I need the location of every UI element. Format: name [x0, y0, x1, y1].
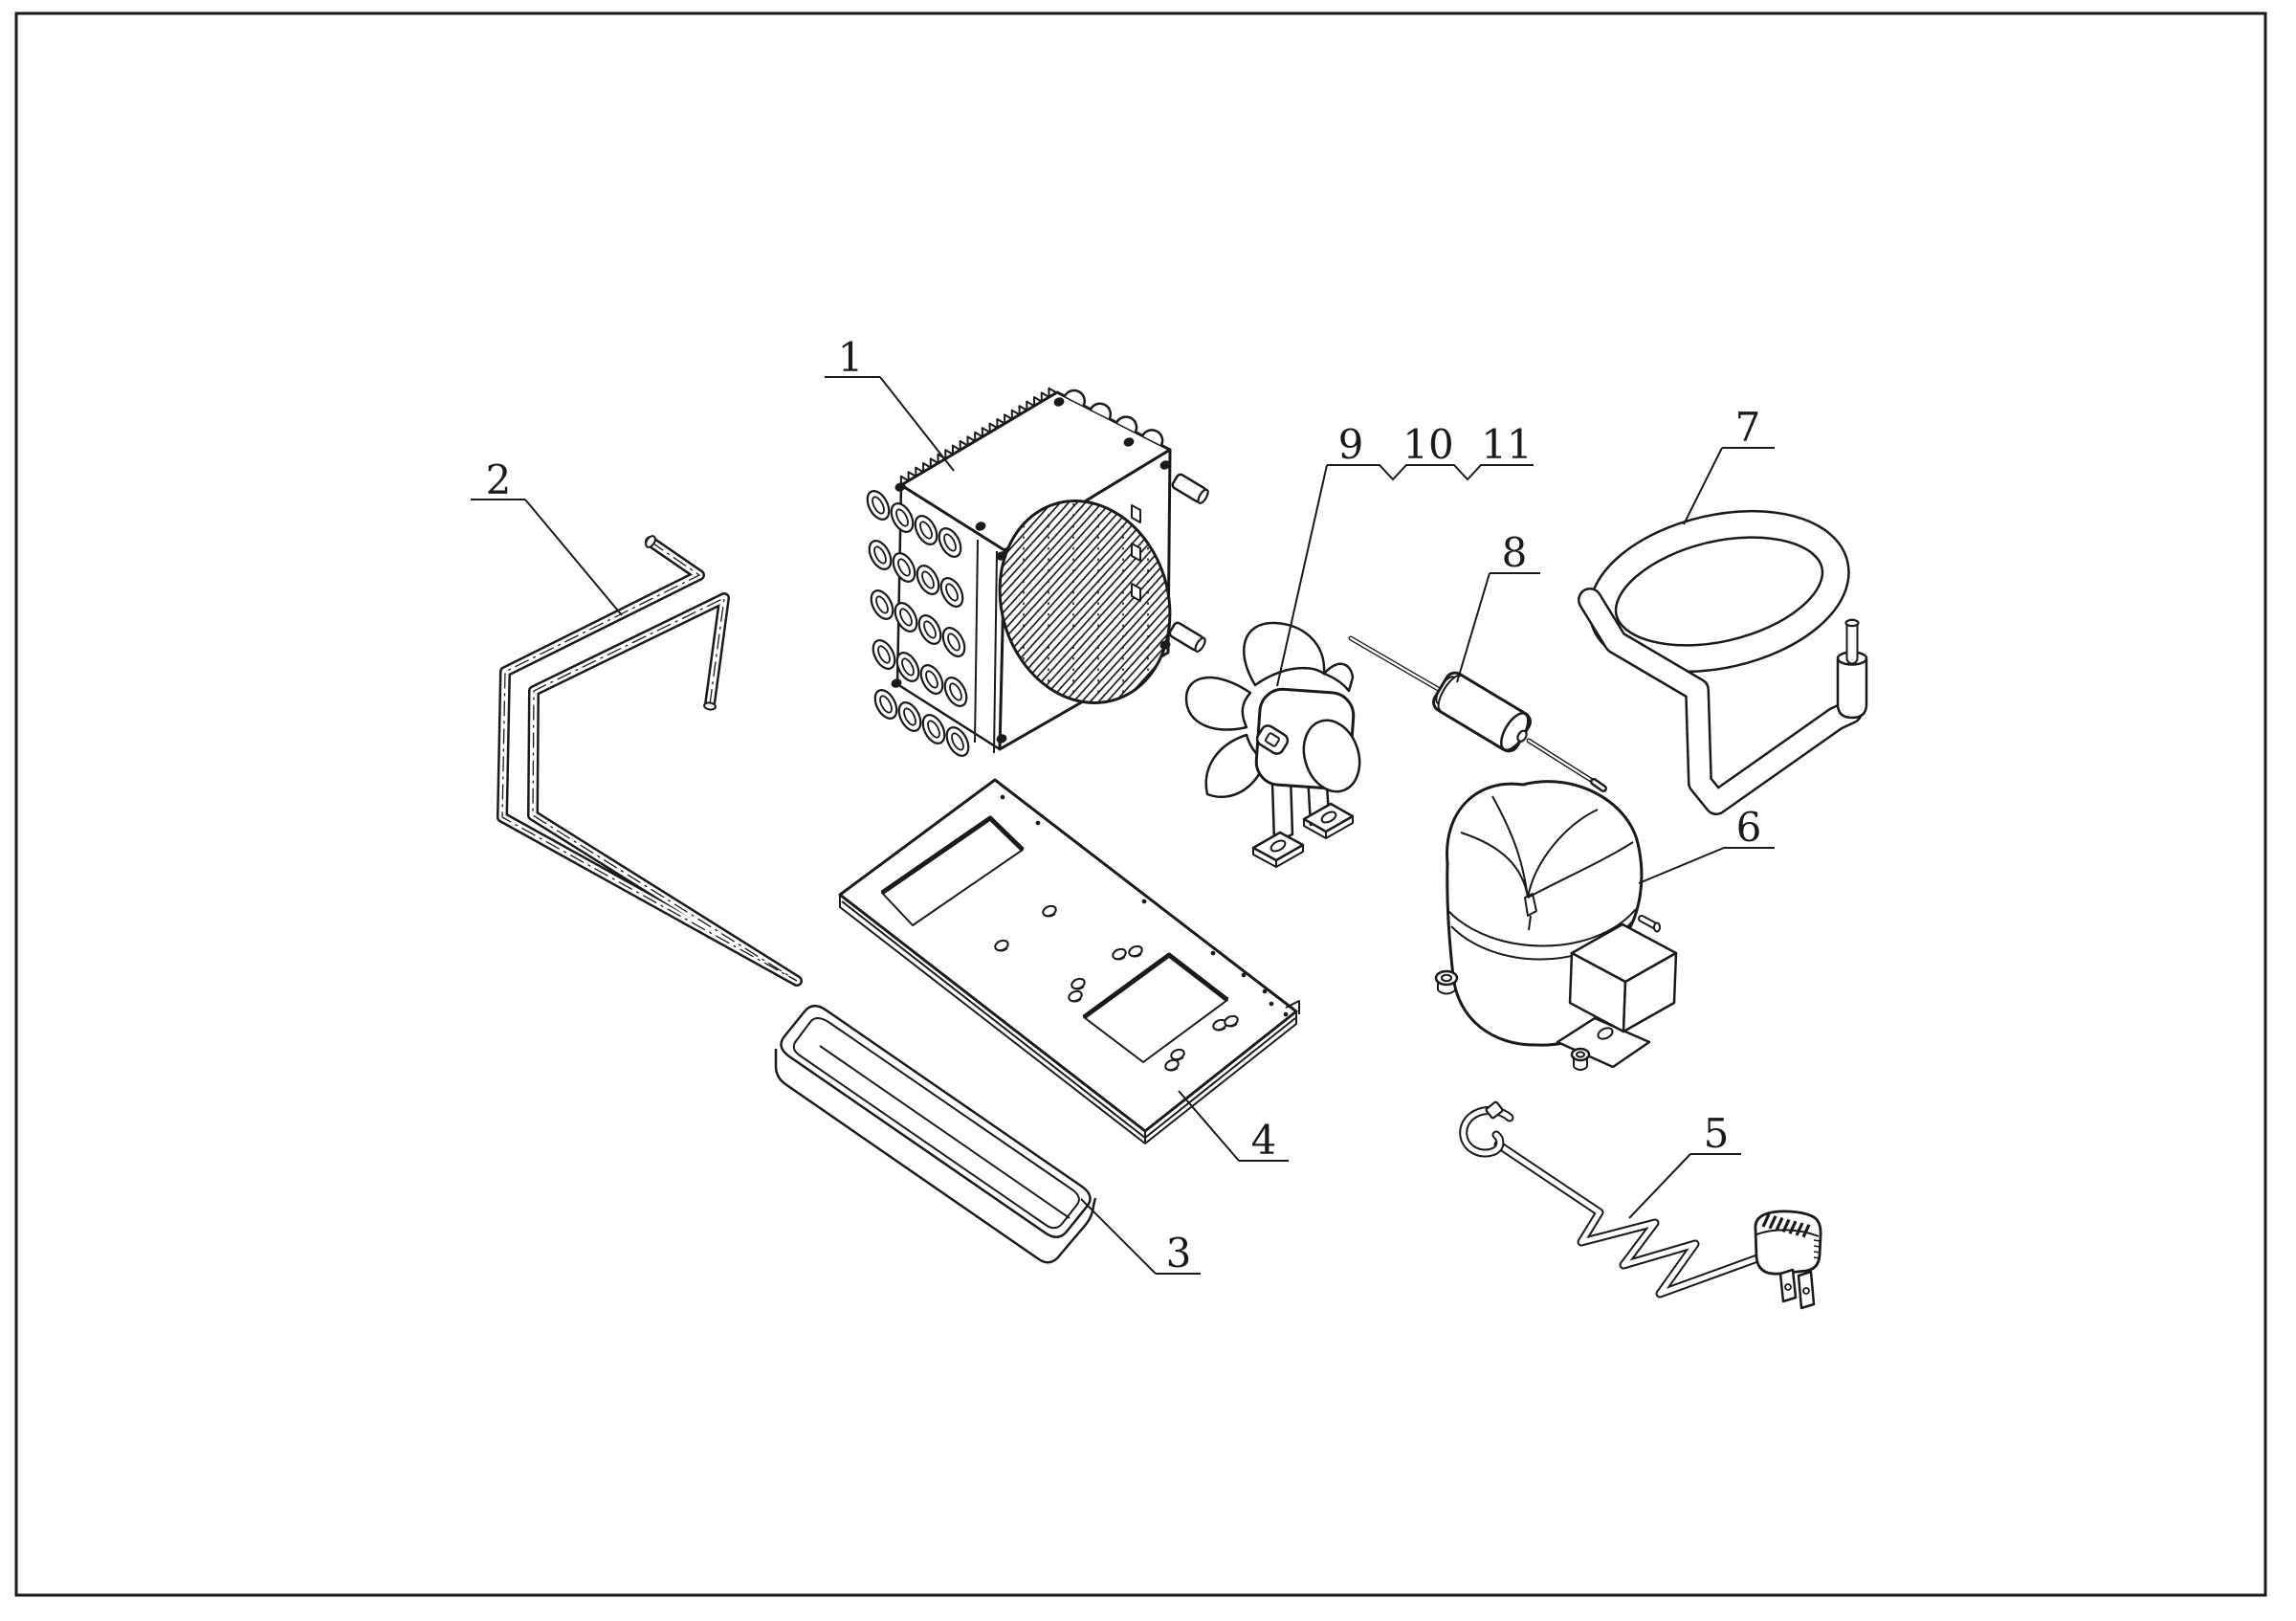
fan-blade: [1322, 662, 1355, 693]
part-drain-tray: [774, 1005, 1097, 1264]
leader-line-9-10-11: [1276, 464, 1534, 687]
part-label-11: 11: [1481, 421, 1532, 468]
part-base-plate: [838, 778, 1300, 1144]
leader-line-1: [825, 376, 955, 472]
part-fan-assembly: [1184, 621, 1361, 868]
fan-hub: [1255, 724, 1290, 755]
part-condenser: [866, 387, 1209, 757]
plug-prong: [1778, 1268, 1798, 1303]
leader-line-8: [1456, 572, 1540, 683]
part-label-8: 8: [1502, 529, 1528, 576]
part-label-2: 2: [486, 456, 512, 503]
part-label-1: 1: [838, 334, 864, 381]
leader-line-5: [1628, 1153, 1741, 1219]
leader-line-6: [1638, 847, 1775, 884]
part-label-6: 6: [1736, 804, 1762, 851]
leader-line-2: [471, 499, 623, 616]
part-label-10: 10: [1402, 421, 1453, 468]
sheet-border: [14, 11, 2267, 1597]
leader-line-4: [1178, 1090, 1289, 1162]
fan-blade: [1184, 676, 1252, 731]
part-label-3: 3: [1166, 1230, 1192, 1277]
part-label-7: 7: [1735, 404, 1761, 451]
part-compressor: [1434, 780, 1678, 1071]
leader-line-3: [1080, 1198, 1201, 1275]
part-label-9: 9: [1338, 421, 1364, 468]
plug-prong: [1797, 1270, 1816, 1310]
part-bent-tube: [502, 535, 797, 981]
part-power-cord: [1464, 1100, 1822, 1310]
part-label-5: 5: [1704, 1110, 1730, 1157]
leader-line-7: [1683, 447, 1775, 525]
part-filter-drier: [1348, 635, 1607, 792]
fan-blade: [1204, 733, 1267, 799]
part-tube-loop: [1589, 503, 1868, 803]
fan-opening: [998, 500, 1172, 704]
callouts: 1 2 3 4 5 6 7 8 9 10 11: [471, 334, 1775, 1277]
part-label-4: 4: [1251, 1117, 1277, 1164]
